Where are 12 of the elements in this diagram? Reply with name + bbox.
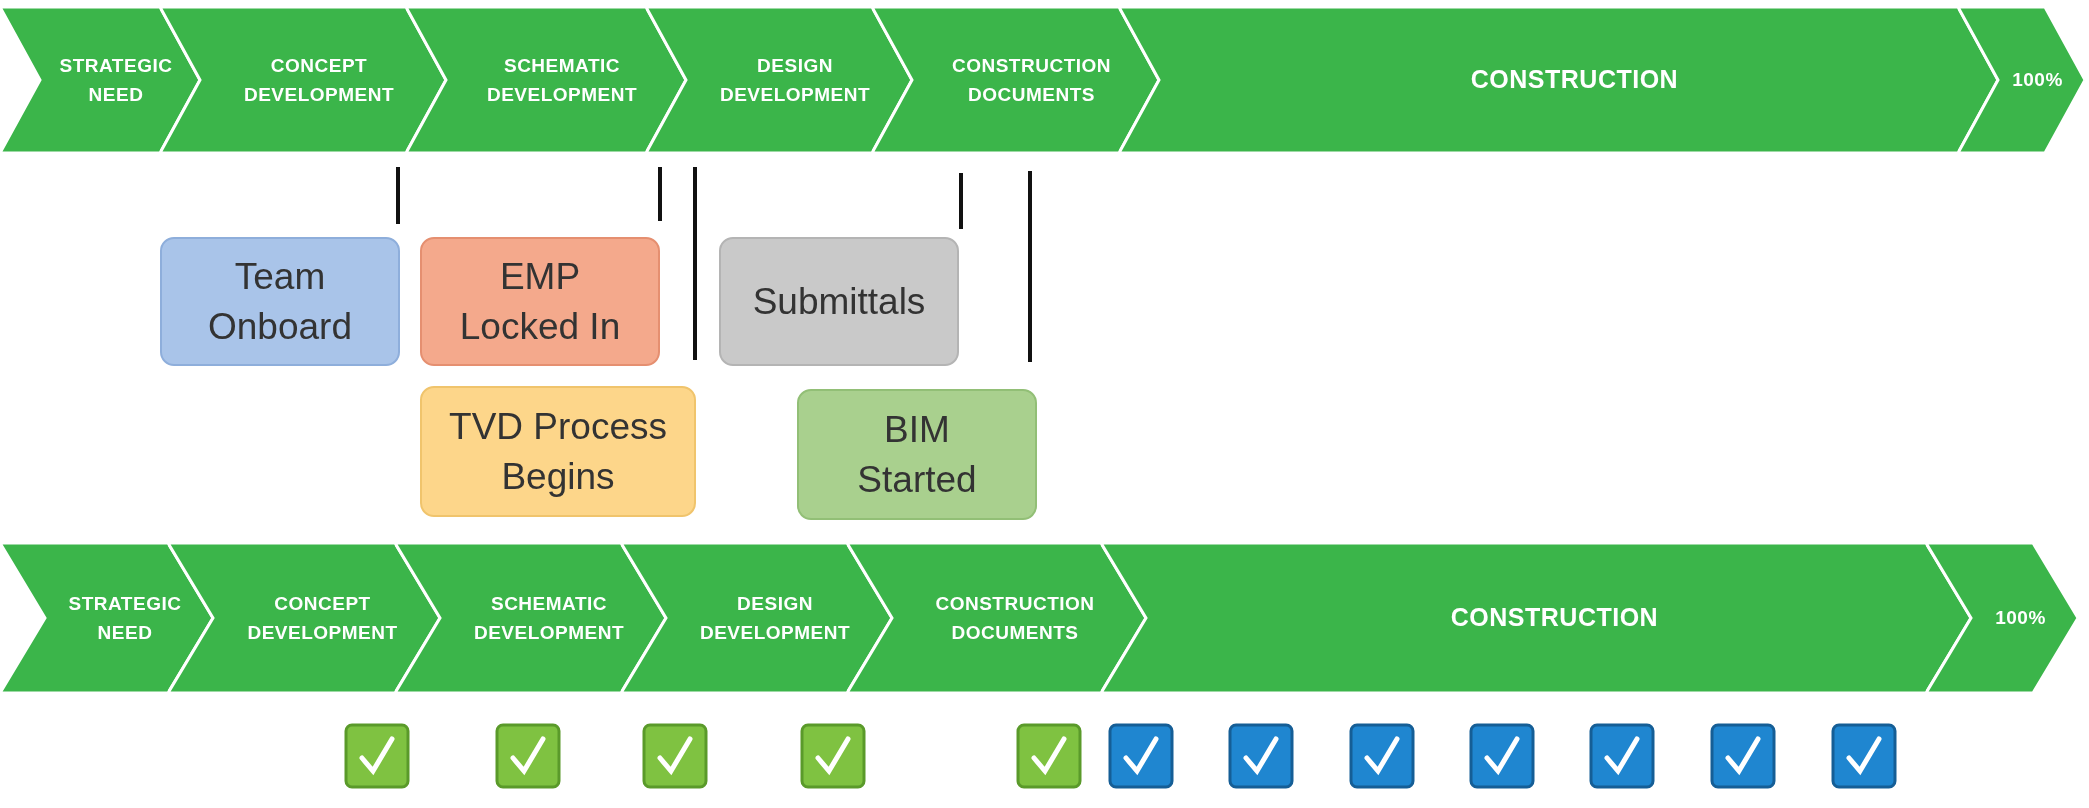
chevron-banner: 100%	[1958, 7, 2085, 153]
chevron-banner: STRATEGIC NEED	[0, 7, 200, 153]
milestone-box: TVD Process Begins	[420, 386, 696, 517]
milestone-box: BIM Started	[797, 389, 1037, 520]
milestone-box: EMP Locked In	[420, 237, 660, 366]
chevron-banner: SCHEMATIC DEVELOPMENT	[406, 7, 686, 153]
milestone-box: Team Onboard	[160, 237, 400, 366]
chevron-banner: DESIGN DEVELOPMENT	[646, 7, 912, 153]
chevron-banner: 100%	[1926, 543, 2078, 693]
chevron-banner: CONSTRUCTION DOCUMENTS	[872, 7, 1159, 153]
milestone-box: Submittals	[719, 237, 959, 366]
chevron-banner: STRATEGIC NEED	[0, 543, 213, 693]
